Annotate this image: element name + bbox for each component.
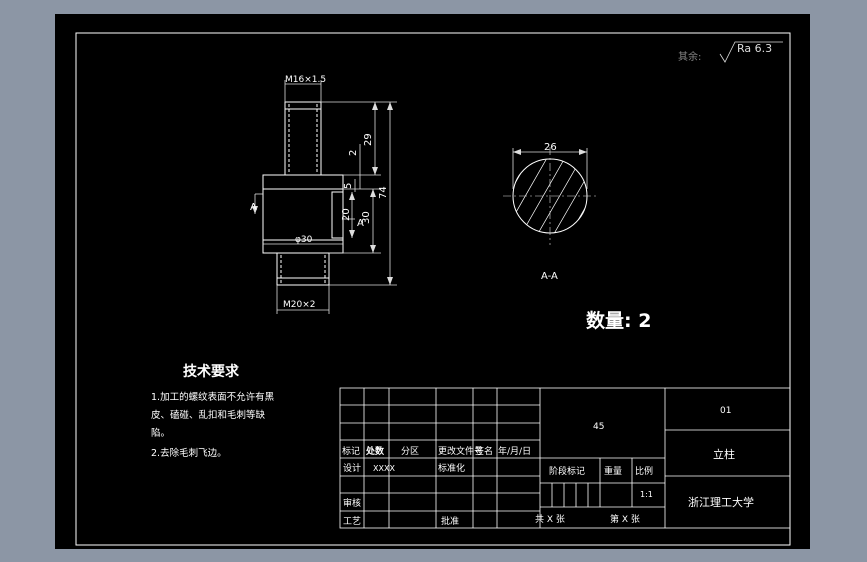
sheet-number: 第 X 张	[610, 513, 640, 525]
length-30-label: 30	[361, 211, 372, 224]
row-check: 审核	[343, 497, 361, 509]
thread-bottom-label: M20×2	[283, 300, 315, 310]
col-change-doc: 更改文件号	[438, 445, 483, 457]
section-caption: A-A	[541, 271, 558, 282]
notch	[331, 191, 344, 239]
inner-border	[75, 32, 791, 546]
tech-req-line1: 1.加工的螺纹表面不允许有黑	[151, 391, 275, 403]
length-5-label: 5	[343, 183, 354, 189]
row-approve: 批准	[441, 515, 459, 527]
length-2-label: 2	[348, 150, 359, 156]
section-diameter-label: 26	[544, 142, 557, 153]
part-name: 立柱	[713, 447, 735, 461]
scale-label: 比例	[635, 465, 653, 477]
length-29-label: 29	[363, 133, 374, 146]
tech-req-line3: 陷。	[151, 427, 170, 439]
title-block	[339, 387, 791, 529]
col-sign: 签名	[475, 445, 493, 457]
col-date: 年/月/日	[498, 445, 531, 457]
designer-name: XXXX	[373, 464, 395, 473]
tech-req-line4: 2.去除毛刺飞边。	[151, 447, 227, 459]
dimension-lines	[254, 80, 397, 314]
drawing-sheet: M16×1.5 M20×2 φ30 74 29 2 5 30 20 A A 26…	[55, 14, 810, 549]
shaft-side-view	[262, 101, 344, 286]
weight-label: 重量	[604, 465, 622, 477]
length-74-label: 74	[378, 186, 389, 199]
section-marker-left: A	[250, 202, 257, 213]
cad-drawing: M16×1.5 M20×2 φ30 74 29 2 5 30 20 A A 26…	[75, 32, 791, 546]
drawing-number: 01	[720, 406, 731, 416]
stage-mark: 阶段标记	[549, 465, 585, 477]
dimension-arrows	[252, 102, 393, 285]
material-value: 45	[593, 422, 604, 432]
sheets-total: 共 X 张	[535, 514, 565, 525]
col-zone: 分区	[401, 446, 419, 457]
bottom-thread-pin	[276, 252, 330, 286]
row-standard: 标准化	[438, 462, 465, 474]
quantity-label: 数量: 2	[586, 309, 651, 332]
section-view	[503, 147, 597, 245]
company-name: 浙江理工大学	[688, 495, 754, 509]
row-process: 工艺	[343, 516, 361, 527]
col-mark: 标记	[342, 445, 360, 457]
scale-value: 1:1	[640, 490, 653, 499]
roughness-icon	[719, 41, 783, 63]
section-marker-right: A	[357, 218, 364, 229]
length-20-label: 20	[341, 208, 352, 221]
roughness-value: Ra 6.3	[737, 42, 772, 55]
diameter-label: φ30	[295, 235, 313, 245]
col-count: 处数	[365, 445, 385, 457]
tech-req-title: 技术要求	[183, 363, 240, 380]
row-design: 设计	[343, 462, 361, 474]
tech-req-line2: 皮、磕碰、乱扣和毛刺等缺	[151, 409, 266, 421]
thread-top-label: M16×1.5	[285, 75, 326, 85]
top-thread-pin	[284, 101, 322, 176]
roughness-prefix: 其余:	[678, 50, 701, 63]
